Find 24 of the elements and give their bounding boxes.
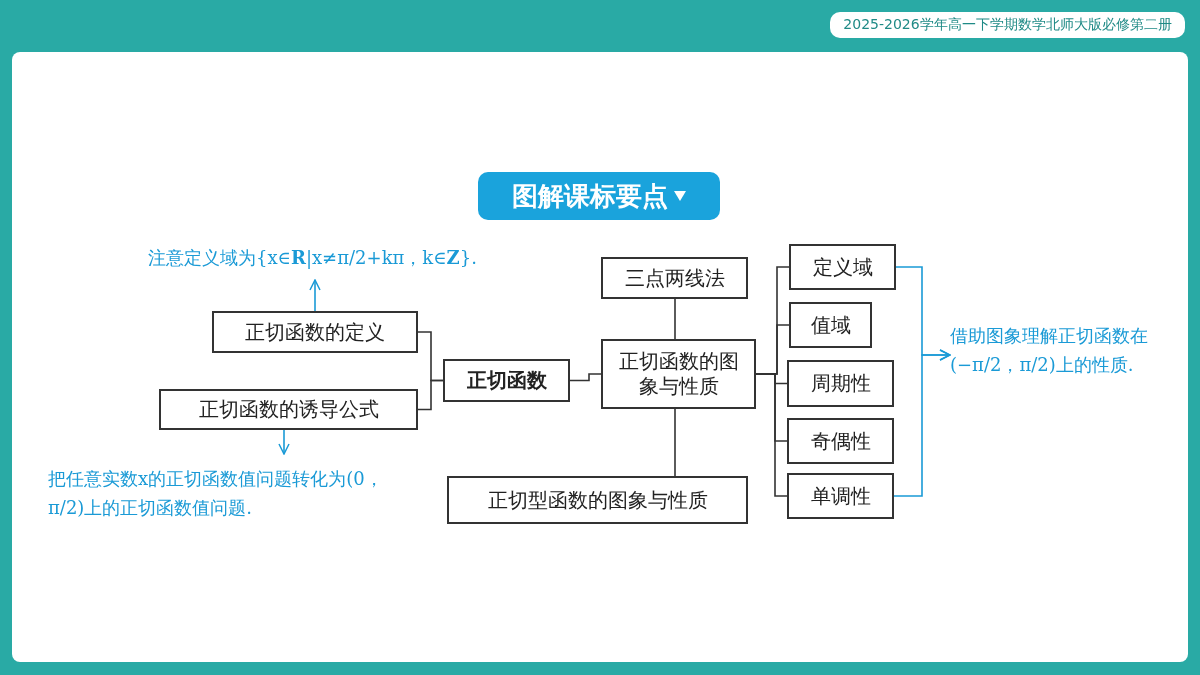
connector-line <box>674 408 676 477</box>
concept-box: 正切函数 <box>443 359 570 402</box>
connector-line <box>755 373 788 497</box>
annotation-note: 借助图象理解正切函数在(−π/2，π/2)上的性质. <box>950 324 1149 377</box>
header-label: 2025-2026学年高一下学期数学北师大版必修第二册 <box>830 12 1185 38</box>
connector-line <box>674 298 676 340</box>
connector-line <box>569 373 602 382</box>
concept-box: 正切函数的诱导公式 <box>159 389 418 430</box>
concept-box: 值域 <box>789 302 872 348</box>
arrow <box>893 349 951 497</box>
annotation-note: 把任意实数x的正切函数值问题转化为(0，π/2)上的正切函数值问题. <box>48 467 384 520</box>
arrow <box>309 279 321 312</box>
arrow <box>278 429 290 455</box>
concept-box: 三点两线法 <box>601 257 748 299</box>
annotation-note: 注意定义域为{x∈R|x≠π/2+kπ，k∈Z}. <box>148 245 477 271</box>
concept-box: 奇偶性 <box>787 418 894 464</box>
concept-box: 定义域 <box>789 244 896 290</box>
heading: 图解课标要点 <box>512 179 668 213</box>
concept-box: 周期性 <box>787 360 894 407</box>
connector-line <box>417 379 444 411</box>
concept-box: 正切型函数的图象与性质 <box>447 476 748 524</box>
concept-box: 正切函数的定义 <box>212 311 418 353</box>
concept-box: 单调性 <box>787 473 894 519</box>
concept-box: 正切函数的图象与性质 <box>601 339 756 409</box>
